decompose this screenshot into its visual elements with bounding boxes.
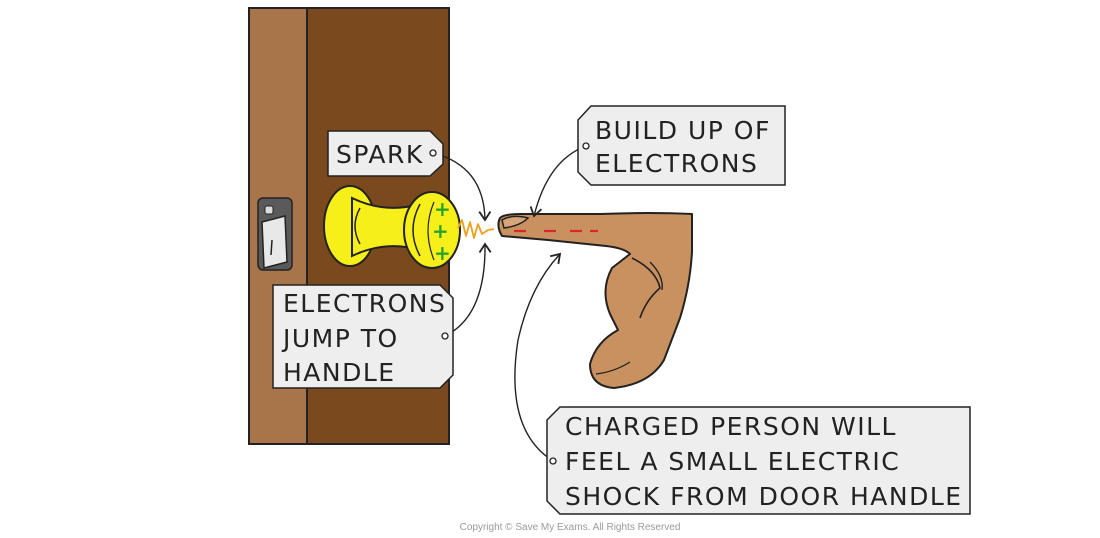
copyright-notice: Copyright © Save My Exams. All Rights Re… <box>460 522 681 533</box>
door-latch <box>257 197 293 271</box>
tag-jump-line-1: ELECTRONS <box>283 289 446 318</box>
tag-build-up-line-1: BUILD UP OF <box>595 116 771 145</box>
tag-jump-line-2: JUMP TO <box>281 324 399 353</box>
door-handle: + + + <box>323 185 461 269</box>
handle-knob <box>403 191 461 269</box>
tag-build-up: BUILD UP OF ELECTRONS <box>577 105 786 186</box>
tag-shock-line-2: FEEL A SMALL ELECTRIC <box>565 447 900 476</box>
positive-charge-1: + <box>434 197 451 221</box>
tag-jump-line-3: HANDLE <box>283 358 396 387</box>
shock-arrow <box>514 252 562 462</box>
positive-charge-3: + <box>434 241 451 265</box>
fingernail <box>501 215 530 229</box>
pointing-finger <box>497 212 693 389</box>
tag-jump: ELECTRONS JUMP TO HANDLE <box>272 284 454 389</box>
hand <box>497 212 693 389</box>
tag-shock-line-1: CHARGED PERSON WILL <box>565 412 897 441</box>
tag-shock-line-3: SHOCK FROM DOOR HANDLE <box>565 482 963 511</box>
spark <box>457 219 495 239</box>
tag-shock: CHARGED PERSON WILL FEEL A SMALL ELECTRI… <box>546 406 971 515</box>
tag-spark-label: SPARK <box>336 140 424 169</box>
tag-build-up-line-2: ELECTRONS <box>595 149 758 178</box>
positive-charge-2: + <box>432 219 449 243</box>
tag-spark: SPARK <box>327 130 444 177</box>
